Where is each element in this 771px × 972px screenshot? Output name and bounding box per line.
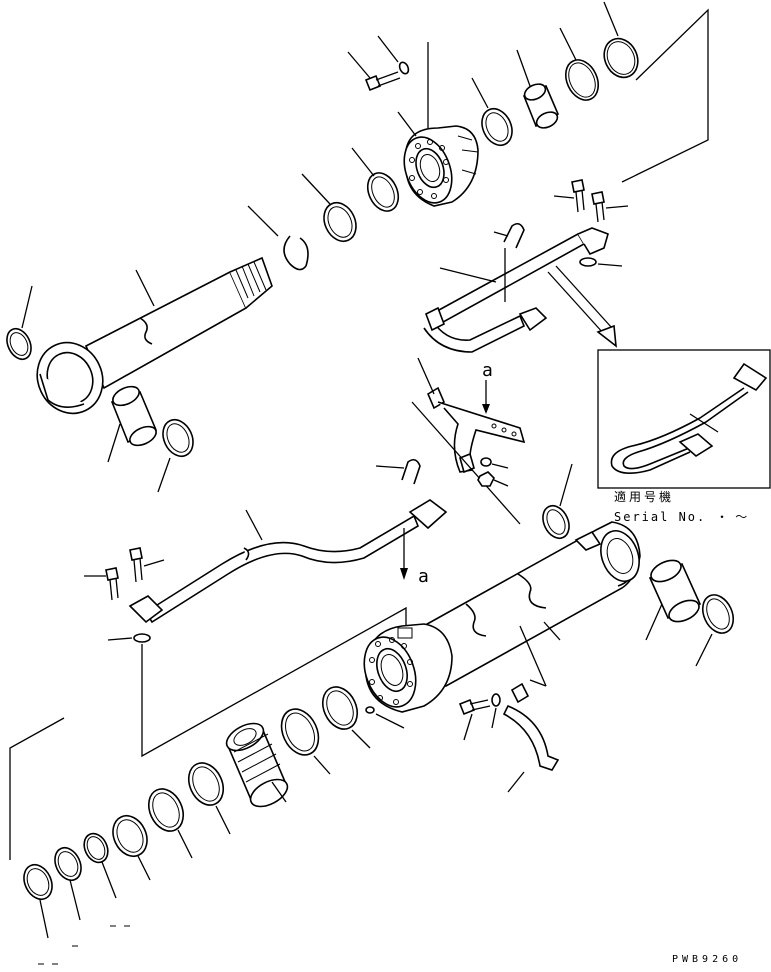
ring-tube-end-right <box>695 594 735 667</box>
serial-number-range: ・ 〜 <box>716 510 747 524</box>
ring-left-top <box>301 173 357 243</box>
lower-callout-frame <box>9 606 407 860</box>
cylinder-tube <box>418 521 641 688</box>
seal-ring-top <box>471 77 513 147</box>
view-label-a-lower: a <box>418 566 429 587</box>
u-bolt-lower <box>375 458 421 580</box>
backup-ring-top <box>559 27 600 101</box>
bolt-right-1 <box>553 179 585 213</box>
bolt-right-2 <box>591 191 629 223</box>
bushing-tube-end <box>645 559 702 641</box>
serial-number-label: Serial No. <box>614 510 706 524</box>
ring-rod-eye-right <box>157 418 194 493</box>
ring-bottom-7 <box>54 846 82 921</box>
o-ring-upper-tube <box>579 257 623 267</box>
nut-center <box>477 471 509 487</box>
snap-ring-top <box>247 205 309 271</box>
ring-bottom-1 <box>321 686 371 749</box>
ring-tube-end <box>542 463 573 540</box>
bolt-clamp-lower <box>458 698 491 741</box>
piston-rod <box>36 256 273 415</box>
upper-callout-frame <box>621 8 709 183</box>
o-ring-top <box>603 1 639 79</box>
cylinder-head-top <box>397 42 479 207</box>
ring-bottom-6 <box>83 832 117 899</box>
ring-bottom-3 <box>187 762 231 835</box>
bolt-lower-2 <box>129 547 165 583</box>
washer-clamp-lower <box>491 693 501 729</box>
clamp-bracket-center <box>411 357 526 525</box>
applicable-unit-note: 適用号機 <box>614 489 674 504</box>
bolt-lower-1 <box>84 567 119 601</box>
tube-lower <box>128 499 448 624</box>
clamp-bracket-lower <box>502 625 560 793</box>
detail-arrow <box>547 265 617 348</box>
drawing-code: PWB9260 <box>672 954 742 965</box>
washer-center <box>480 457 509 469</box>
ring-bottom-8 <box>23 863 53 939</box>
washer-top <box>377 35 410 75</box>
ring-bottom-2 <box>280 708 331 775</box>
cylinder-head-bottom <box>363 623 453 713</box>
bushing-rod-eye <box>107 385 158 463</box>
tube-upper <box>423 227 609 353</box>
seal-ring-mid-top <box>351 147 400 212</box>
ring-rod-eye-left <box>6 285 33 361</box>
arrow-a-upper <box>482 380 490 414</box>
detail-view-box <box>597 349 771 489</box>
bolt-top <box>347 51 401 92</box>
u-bolt-upper <box>493 222 525 302</box>
ring-bottom-4 <box>147 788 193 859</box>
view-label-a-upper: a <box>482 360 493 381</box>
ring-bottom-5 <box>112 815 151 881</box>
o-ring-lower-tube <box>107 633 151 643</box>
set-screw <box>365 706 405 729</box>
blank-ref-marks <box>38 925 130 965</box>
piston-seal-stack <box>225 722 289 808</box>
bushing-top <box>516 49 560 129</box>
